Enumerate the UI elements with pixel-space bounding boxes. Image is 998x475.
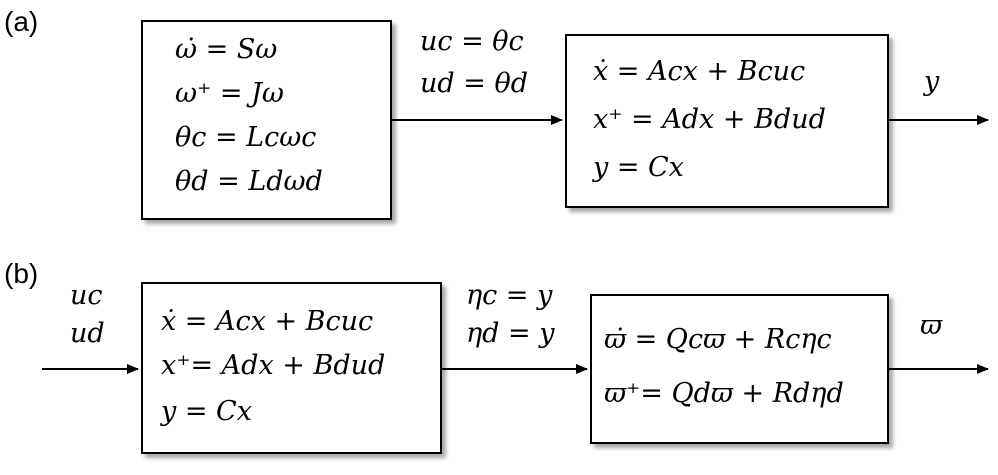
input-ud: ud — [70, 318, 105, 349]
input-uc: uc — [70, 280, 103, 311]
signal-uc: uc = θc — [420, 26, 524, 57]
plant-b-eq-2: x⁺= Adx + Bdud — [161, 350, 386, 381]
plant-b-eq-1: ẋ = Acx + Bcuc — [161, 306, 374, 337]
signal-eta-c: ηc = y — [466, 280, 553, 311]
exosystem-eq-1: ω̇ = Sω — [175, 34, 278, 65]
plant-block-a: ẋ = Acx + Bcuc x⁺ = Adx + Bdud y = Cx — [565, 34, 889, 208]
output-y: y — [924, 66, 940, 97]
signal-ud: ud = θd — [420, 68, 528, 99]
plant-a-eq-3: y = Cx — [593, 152, 684, 183]
plant-b-eq-3: y = Cx — [161, 396, 252, 427]
filter-eq-2: ϖ⁺= Qdϖ + Rdηd — [604, 378, 844, 409]
plant-a-eq-1: ẋ = Acx + Bcuc — [593, 56, 806, 87]
exosystem-eq-3: θc = Lcωc — [175, 122, 317, 153]
filter-block: ϖ̇ = Qcϖ + Rcηc ϖ⁺= Qdϖ + Rdηd — [590, 294, 889, 444]
exosystem-eq-4: θd = Ldωd — [175, 166, 323, 197]
filter-eq-1: ϖ̇ = Qcϖ + Rcηc — [604, 324, 832, 355]
exosystem-block: ω̇ = Sω ω⁺ = Jω θc = Lcωc θd = Ldωd — [141, 20, 392, 220]
plant-a-eq-2: x⁺ = Adx + Bdud — [593, 104, 826, 135]
plant-block-b: ẋ = Acx + Bcuc x⁺= Adx + Bdud y = Cx — [141, 282, 442, 454]
panel-a-label: (a) — [4, 6, 39, 37]
panel-b-label: (b) — [4, 258, 39, 289]
signal-eta-d: ηd = y — [466, 318, 555, 349]
output-varpi: ϖ — [920, 310, 943, 341]
exosystem-eq-2: ω⁺ = Jω — [175, 78, 284, 109]
